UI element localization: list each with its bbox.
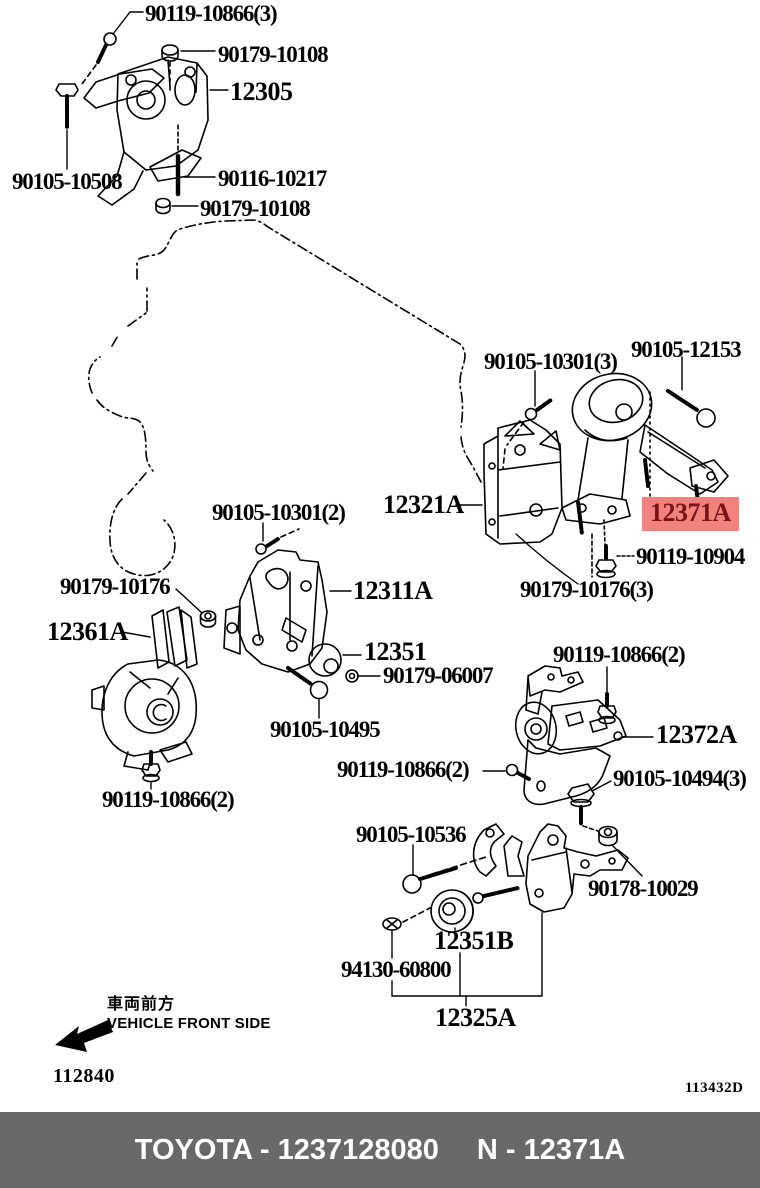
part-label-90119-10904: 90119-10904 <box>636 544 745 569</box>
part-label-90179-10176: 90179-10176 <box>60 574 171 599</box>
part-label-90179-06007: 90179-06007 <box>383 663 494 688</box>
diagram-number: 112840 <box>53 1065 115 1087</box>
footer-brand-part-number: TOYOTA - 1237128080 <box>134 1133 439 1166</box>
vehicle-front-label-en: VEHICLE FRONT SIDE <box>107 1015 271 1032</box>
drawing-nut-94130-60800 <box>382 917 402 931</box>
drawing-bolt-90119-10866-2-left <box>141 750 161 790</box>
drawing-bolt-90105-10536 <box>402 844 458 894</box>
drawing-mount-12305 <box>83 56 209 206</box>
drawing-bolt-90105-10301-2 <box>255 522 300 555</box>
part-label-12311A: 12311A <box>353 576 433 605</box>
drawing-bolt-90105-12153 <box>666 356 716 428</box>
part-label-90105-10508: 90105-10508 <box>12 169 123 194</box>
diagram-art <box>55 11 729 1052</box>
part-label-12361A: 12361A <box>47 617 128 646</box>
part-label-12321A: 12321A <box>383 490 464 519</box>
part-label-90105-12153: 90105-12153 <box>631 337 742 362</box>
drawing-mount-12371A <box>515 372 729 585</box>
drawing-nut-90178-10029 <box>598 825 643 877</box>
part-label-12325A: 12325A <box>435 1003 516 1032</box>
sheet-code: 113432D <box>685 1080 744 1096</box>
drawing-bolt-90119-10904 <box>595 544 635 579</box>
leader-lines-top <box>112 11 229 91</box>
drawing-stud-90116-10217 <box>175 121 216 197</box>
part-label-90119-10866-3: 90119-10866(3) <box>145 1 278 26</box>
part-label-90105-10536: 90105-10536 <box>356 822 467 847</box>
part-label-90119-10866-2-right: 90119-10866(2) <box>553 642 686 667</box>
drawing-bolt-90105-10495 <box>286 666 329 719</box>
drawing-nut-90179-10108-bottom <box>155 197 199 215</box>
drawing-bolt-90105-10494-3 <box>567 780 612 832</box>
drawing-bracket-12311A <box>223 549 352 673</box>
footer-catalog-code: N - 12371A <box>476 1133 626 1166</box>
drawing-engine-outline <box>87 219 482 577</box>
part-label-12371A-highlighted: 12371A <box>642 497 739 531</box>
drawing-bolt-90119-10866-3 <box>81 32 117 85</box>
part-label-12351: 12351 <box>364 637 427 666</box>
drawing-damper-12351 <box>308 643 362 677</box>
part-label-90105-10301-3: 90105-10301(3) <box>484 349 618 374</box>
bracket-leader-lines-bottom <box>391 912 543 1007</box>
part-label-90179-10176-3: 90179-10176(3) <box>520 577 654 602</box>
drawing-pulley-12351B <box>402 889 474 933</box>
part-label-90179-10108-bottom: 90179-10108 <box>200 196 311 221</box>
vehicle-front-label-jp: 車両前方 <box>107 994 176 1013</box>
part-label-94130-60800: 94130-60800 <box>341 957 452 982</box>
part-label-90105-10495: 90105-10495 <box>270 717 381 742</box>
part-label-12372A: 12372A <box>656 720 737 749</box>
part-label-90179-10108-top: 90179-10108 <box>218 42 329 67</box>
vehicle-front-arrow <box>55 1020 113 1052</box>
part-label-12351B: 12351B <box>434 926 514 955</box>
part-label-12305: 12305 <box>230 77 293 106</box>
part-label-90105-10494-3: 90105-10494(3) <box>613 766 747 791</box>
part-label-90178-10029: 90178-10029 <box>588 876 699 901</box>
drawing-bolt-inner-12325A <box>472 886 520 904</box>
footer-bar: TOYOTA - 1237128080 N - 12371A <box>0 1112 760 1188</box>
drawing-bolt-90119-10866-2-right <box>597 666 617 725</box>
part-label-90105-10301-2: 90105-10301(2) <box>212 500 346 525</box>
part-label-90116-10217: 90116-10217 <box>218 166 327 191</box>
part-label-90119-10866-2-left: 90119-10866(2) <box>102 787 235 812</box>
drawing-nut-90179-06007 <box>345 669 381 683</box>
drawing-nut-90179-10176 <box>175 588 217 628</box>
drawing-bracket-12321A <box>455 419 563 545</box>
drawing-nut-90179-10108-top <box>161 44 179 93</box>
drawing-bolt-90105-10301-3 <box>502 370 553 469</box>
drawing-bolt-90105-10508 <box>55 83 79 170</box>
drawing-mount-12361A <box>91 606 198 771</box>
drawing-bolt-90119-10866-2-mid <box>482 763 531 781</box>
part-label-90119-10866-2-mid: 90119-10866(2) <box>337 757 470 782</box>
